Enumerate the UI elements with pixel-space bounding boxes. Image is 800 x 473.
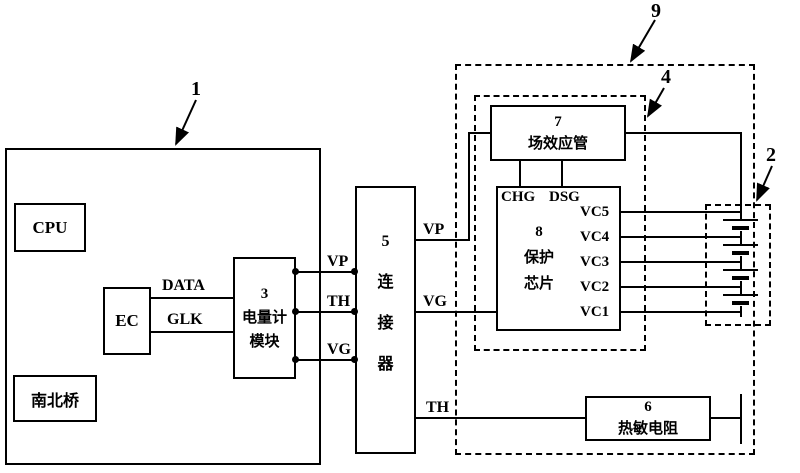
junction-vp-connector bbox=[351, 268, 358, 275]
wire-th-left bbox=[296, 311, 356, 313]
chip-vc4-pin-label: VC4 bbox=[580, 229, 610, 245]
chip-name-line2: 芯片 bbox=[523, 276, 554, 292]
wire-vp-right bbox=[416, 239, 470, 241]
battery-riser-bottom bbox=[740, 306, 742, 317]
junction-vp-gauge bbox=[292, 268, 299, 275]
wire-vc5 bbox=[621, 211, 740, 213]
thermistor-box: 6 热敏电阻 bbox=[585, 396, 711, 441]
cpu-box: CPU bbox=[14, 203, 86, 252]
wire-vc4 bbox=[621, 236, 740, 238]
battery-cell-1-negative-plate bbox=[732, 226, 749, 230]
fuel-gauge-number: 3 bbox=[260, 285, 269, 302]
protection-board-dashed-box bbox=[474, 95, 646, 351]
battery-cells-dashed-box bbox=[705, 204, 771, 326]
junction-vg-gauge bbox=[292, 356, 299, 363]
wire-vp-left bbox=[296, 271, 356, 273]
wire-fet-output bbox=[626, 132, 742, 134]
connector-char-3: 器 bbox=[377, 356, 394, 373]
battery-cell-4-positive-plate bbox=[723, 294, 758, 296]
chip-chg-pin-label: CHG bbox=[501, 189, 536, 205]
leader-arrow-1 bbox=[175, 99, 197, 146]
battery-cell-1-positive-plate bbox=[723, 219, 758, 221]
battery-cell-4-negative-plate bbox=[732, 301, 749, 305]
wire-fet-input bbox=[468, 132, 490, 134]
battery-cell-2-negative-plate bbox=[732, 251, 749, 255]
clk-signal-label: GLK bbox=[167, 311, 203, 328]
wire-vg-left bbox=[296, 359, 356, 361]
fuel-gauge-box: 3 电量计 模块 bbox=[233, 257, 296, 379]
battery-riser-top bbox=[740, 132, 742, 220]
junction-vg-connector bbox=[351, 356, 358, 363]
data-signal-label: DATA bbox=[162, 277, 205, 294]
vp-left-label: VP bbox=[327, 253, 349, 270]
wire-dsg bbox=[561, 161, 563, 186]
fuel-gauge-name-line1: 电量计 bbox=[241, 309, 287, 326]
smart-battery-dashed-box bbox=[455, 64, 755, 455]
connector-box: 5 连 接 器 bbox=[355, 186, 416, 454]
fet-name: 场效应管 bbox=[527, 135, 588, 152]
ec-label: EC bbox=[115, 311, 139, 330]
battery-cell-3-negative-plate bbox=[732, 276, 749, 280]
ref-numeral-2: 2 bbox=[766, 144, 776, 166]
fet-box: 7 场效应管 bbox=[490, 105, 626, 161]
fet-number: 7 bbox=[554, 113, 562, 130]
wire-clk bbox=[151, 331, 233, 333]
connector-char-1: 连 bbox=[377, 274, 394, 291]
battery-riser-2 bbox=[740, 231, 742, 245]
junction-th-gauge bbox=[292, 308, 299, 315]
connector-char-2: 接 bbox=[377, 315, 394, 332]
chip-vc5-pin-label: VC5 bbox=[580, 204, 610, 220]
vp-right-label: VP bbox=[423, 221, 445, 238]
junction-th-connector bbox=[351, 308, 358, 315]
thermistor-terminal-bar bbox=[740, 394, 742, 444]
chip-dsg-pin-label: DSG bbox=[549, 189, 580, 205]
chip-vc2-pin-label: VC2 bbox=[580, 279, 610, 295]
ref-numeral-1: 1 bbox=[191, 78, 201, 100]
wire-vg-right bbox=[416, 311, 496, 313]
th-right-label: TH bbox=[426, 399, 450, 416]
chip-name-line1: 保护 bbox=[523, 250, 554, 266]
wire-chg bbox=[519, 161, 521, 186]
ref-numeral-9: 9 bbox=[651, 0, 661, 22]
battery-cell-3-positive-plate bbox=[723, 269, 758, 271]
leader-arrow-9 bbox=[629, 19, 656, 63]
wire-th-right bbox=[416, 417, 585, 419]
thermistor-number: 6 bbox=[644, 399, 652, 415]
chip-number: 8 bbox=[535, 224, 543, 240]
thermistor-name: 热敏电阻 bbox=[617, 421, 678, 437]
wire-vc3 bbox=[621, 261, 740, 263]
chip-vc1-pin-label: VC1 bbox=[580, 304, 610, 320]
vg-right-label: VG bbox=[423, 293, 447, 310]
wire-thermistor-return bbox=[711, 417, 741, 419]
chip-core-label: 8 保护 芯片 bbox=[509, 224, 569, 293]
ec-box: EC bbox=[103, 287, 151, 355]
bridge-box: 南北桥 bbox=[13, 375, 97, 422]
th-left-label: TH bbox=[327, 293, 351, 310]
protection-chip-box bbox=[496, 186, 621, 331]
wire-data bbox=[151, 297, 233, 299]
ref-numeral-4: 4 bbox=[661, 66, 671, 88]
leader-arrow-2 bbox=[756, 165, 773, 202]
battery-riser-4 bbox=[740, 281, 742, 295]
connector-number: 5 bbox=[381, 233, 390, 250]
fuel-gauge-name-line2: 模块 bbox=[249, 333, 280, 350]
chip-vc3-pin-label: VC3 bbox=[580, 254, 610, 270]
vg-left-label: VG bbox=[327, 341, 351, 358]
battery-riser-3 bbox=[740, 256, 742, 270]
wire-vc2 bbox=[621, 286, 740, 288]
wire-vp-riser bbox=[468, 132, 470, 241]
cpu-label: CPU bbox=[32, 217, 68, 237]
wire-vc1 bbox=[621, 311, 740, 313]
bridge-label: 南北桥 bbox=[30, 392, 79, 410]
battery-cell-2-positive-plate bbox=[723, 244, 758, 246]
